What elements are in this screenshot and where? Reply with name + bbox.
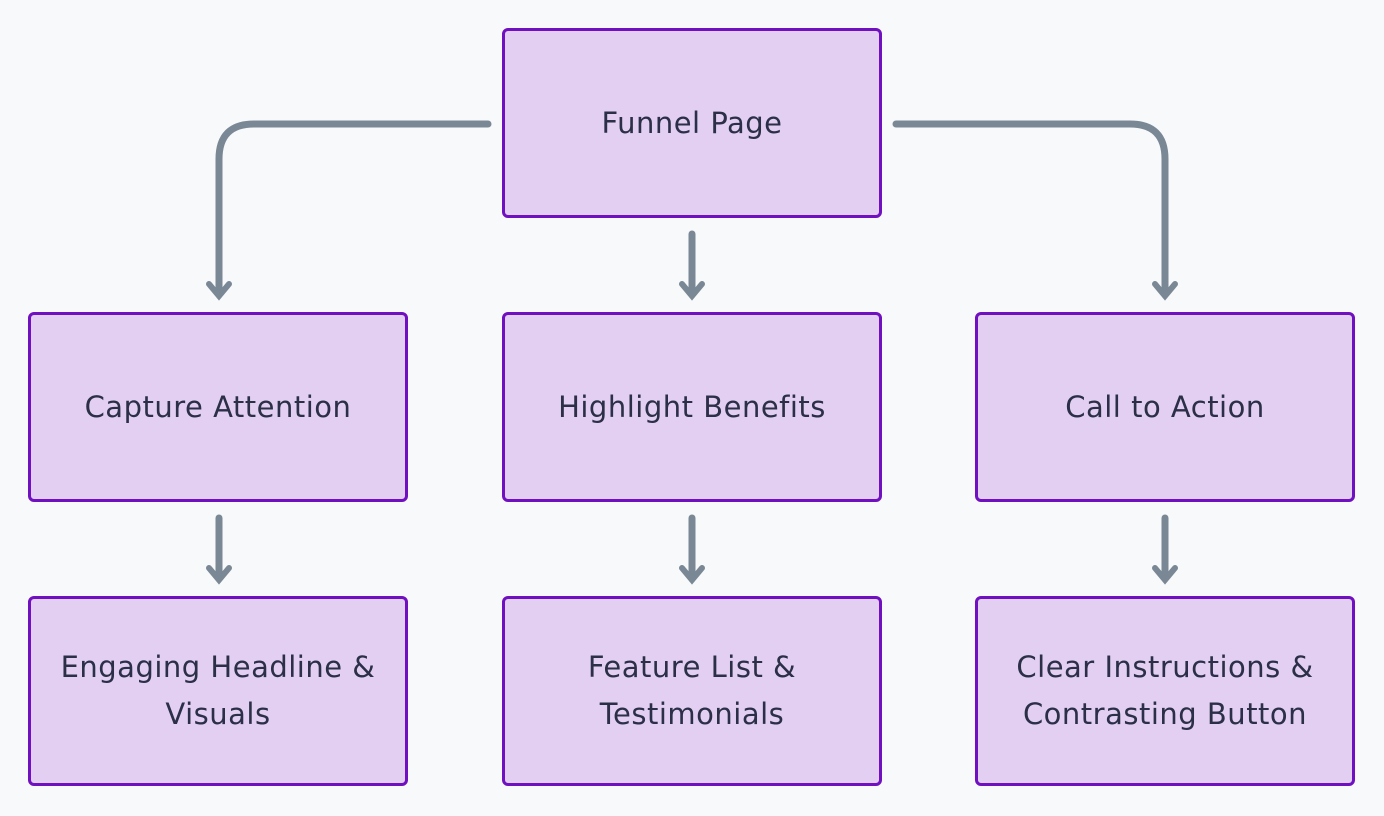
arrowhead-icon [206,281,232,301]
node-label: Feature List & Testimonials [588,644,796,738]
node-label-line: Funnel Page [601,105,783,140]
node-label-line: Feature List & [587,650,797,684]
node-label: Clear Instructions & Contrasting Button [1016,644,1313,738]
edge-root-to-cta [892,120,1178,301]
edge-benefits-to-features [679,514,705,585]
arrowhead-icon [679,565,705,585]
edge-capture-to-headline [206,514,232,585]
edge-root-to-benefits [679,230,705,301]
node-label-line: Highlight Benefits [558,389,826,424]
edge-line [892,120,1169,292]
edge-cta-to-instructions [1152,514,1178,585]
node-label-line: Call to Action [1065,389,1265,424]
node-label-line: Engaging Headline & [60,650,376,684]
node-label: Engaging Headline & Visuals [61,644,376,738]
node-label: Highlight Benefits [558,384,826,431]
node-label: Funnel Page [601,100,782,147]
arrowhead-icon [1152,281,1178,301]
node-feature-list-testimonials[interactable]: Feature List & Testimonials [502,596,882,786]
node-engaging-headline-visuals[interactable]: Engaging Headline & Visuals [28,596,408,786]
node-label-line: Contrasting Button [1022,697,1308,731]
node-funnel-page[interactable]: Funnel Page [502,28,882,218]
node-label-line: Capture Attention [84,389,352,424]
node-highlight-benefits[interactable]: Highlight Benefits [502,312,882,502]
arrowhead-icon [206,565,232,585]
edge-line [215,120,492,292]
node-call-to-action[interactable]: Call to Action [975,312,1355,502]
arrowhead-icon [679,281,705,301]
node-label: Call to Action [1065,384,1265,431]
node-clear-instructions-contrasting-button[interactable]: Clear Instructions & Contrasting Button [975,596,1355,786]
node-label: Capture Attention [85,384,352,431]
node-label-line: Visuals [165,697,271,731]
node-capture-attention[interactable]: Capture Attention [28,312,408,502]
arrowhead-icon [1152,565,1178,585]
edge-root-to-capture [206,120,492,301]
node-label-line: Clear Instructions & [1016,650,1314,684]
node-label-line: Testimonials [599,697,785,731]
